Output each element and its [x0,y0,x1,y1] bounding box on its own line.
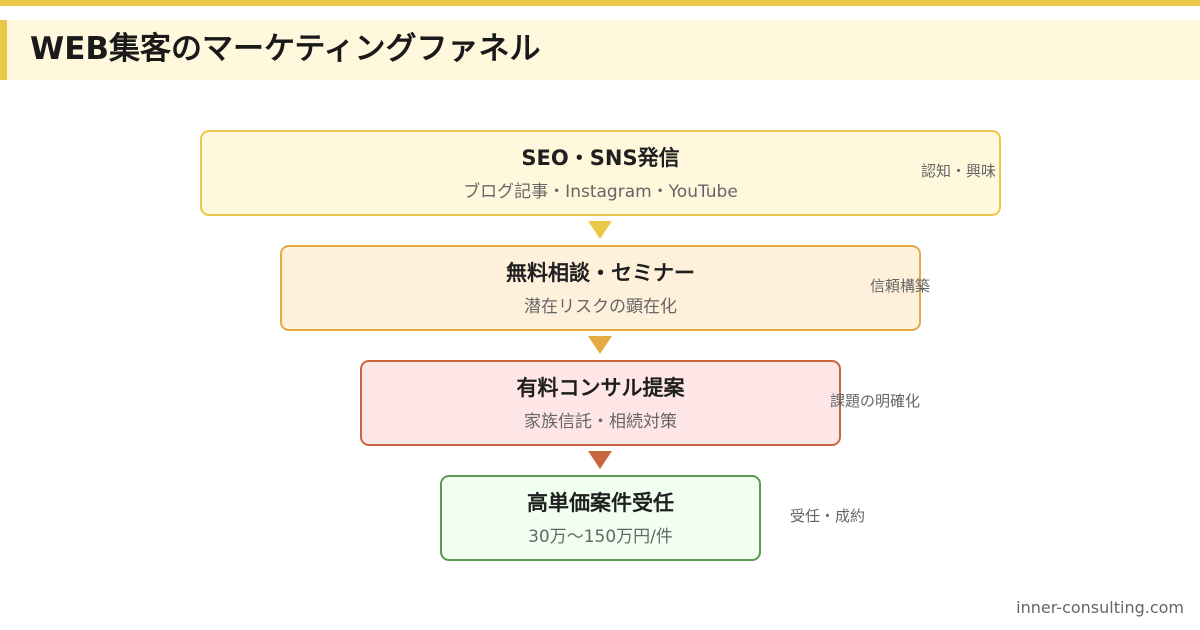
stage-title: 無料相談・セミナー [506,261,695,285]
funnel-stage-awareness: SEO・SNS発信 ブログ記事・Instagram・YouTube [200,130,1001,216]
stage-subtitle: 潜在リスクの顕在化 [524,297,677,317]
footer-site-link[interactable]: inner-consulting.com [1016,598,1184,617]
stage-subtitle: 30万〜150万円/件 [528,527,673,547]
stage-title: SEO・SNS発信 [521,146,680,170]
stage-title: 有料コンサル提案 [516,376,685,400]
stage-title: 高単価案件受任 [527,491,674,515]
funnel-stage-contract: 高単価案件受任 30万〜150万円/件 [440,475,761,561]
stage-subtitle: ブログ記事・Instagram・YouTube [463,182,738,202]
funnel-stage-proposal: 有料コンサル提案 家族信託・相続対策 [360,360,841,446]
stage-phase-label: 受任・成約 [790,507,866,525]
page-header: WEB集客のマーケティングファネル [0,20,1200,80]
down-arrow-icon [588,221,612,239]
down-arrow-icon [588,336,612,354]
page-title: WEB集客のマーケティングファネル [30,31,541,67]
stage-phase-label: 認知・興味 [921,162,997,180]
down-arrow-icon [588,451,612,469]
stage-phase-label: 課題の明確化 [830,392,921,410]
top-accent-bar [0,0,1200,6]
header-accent-bar [0,20,7,80]
stage-subtitle: 家族信託・相続対策 [524,412,677,432]
funnel-stage-trust: 無料相談・セミナー 潜在リスクの顕在化 [280,245,921,331]
stage-phase-label: 信頼構築 [870,277,931,295]
